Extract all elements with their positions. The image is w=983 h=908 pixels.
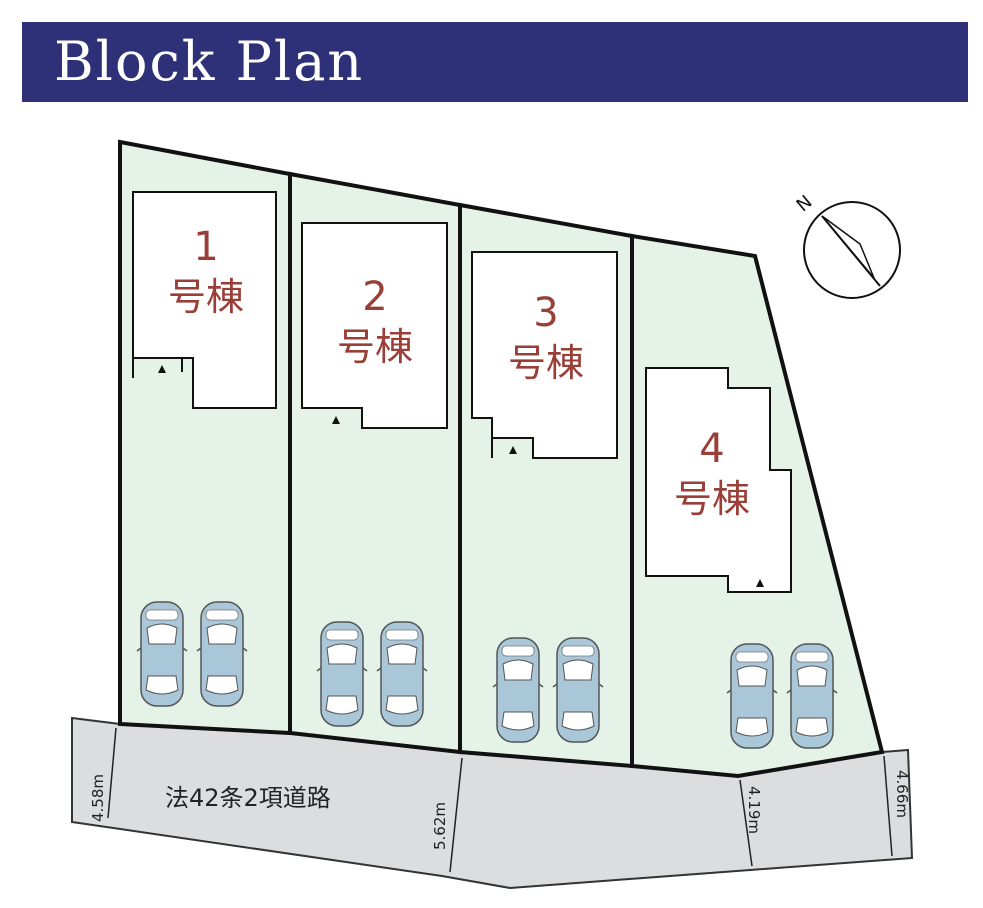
car-icon [376,621,428,727]
car-icon [726,643,778,749]
lot-1-number: 1 [193,224,218,270]
road-width-3: 4.19m [745,786,763,834]
entrances [158,365,764,587]
car-icon [786,643,838,749]
lot-2-name: 号棟 [337,325,413,369]
north-arrow-icon [821,215,881,287]
road-width-1: 4.58m [89,774,107,822]
dimension-line [883,755,893,857]
car-icon [552,637,604,743]
building-2 [301,222,448,429]
building-3 [471,251,618,459]
lot-3-name: 号棟 [508,341,584,385]
page-title: Block Plan [54,30,365,93]
lot-4-name: 号棟 [674,477,750,521]
compass: N [793,191,901,299]
dimension-line [739,779,753,867]
road-width-4: 4.66m [893,770,911,818]
car-icon [492,637,544,743]
entrance-triangle-icon [332,416,340,424]
lot-1-name: 号棟 [168,275,244,319]
road-dimensions: 4.58m 5.62m 4.19m 4.66m [89,727,911,873]
compass-north-label: N [793,191,817,216]
dimension-line [449,757,463,873]
car-icon [196,601,248,707]
car-icon [136,601,188,707]
road-label: 法42条2項道路 [165,784,331,812]
car-icon [316,621,368,727]
buildings [132,191,792,593]
entrance-triangle-icon [158,365,166,373]
entrance-triangle-icon [756,579,764,587]
dimension-line [107,727,117,819]
lot-labels: 1 号棟 2 号棟 3 号棟 4 号棟 [168,224,750,521]
building-4 [645,367,792,593]
road-width-2: 5.62m [431,802,449,850]
lot-4-number: 4 [699,426,724,472]
lot-3-number: 3 [533,290,558,336]
title-banner: Block Plan [22,22,968,102]
entrance-triangle-icon [509,446,517,454]
lot-2-number: 2 [362,274,387,320]
